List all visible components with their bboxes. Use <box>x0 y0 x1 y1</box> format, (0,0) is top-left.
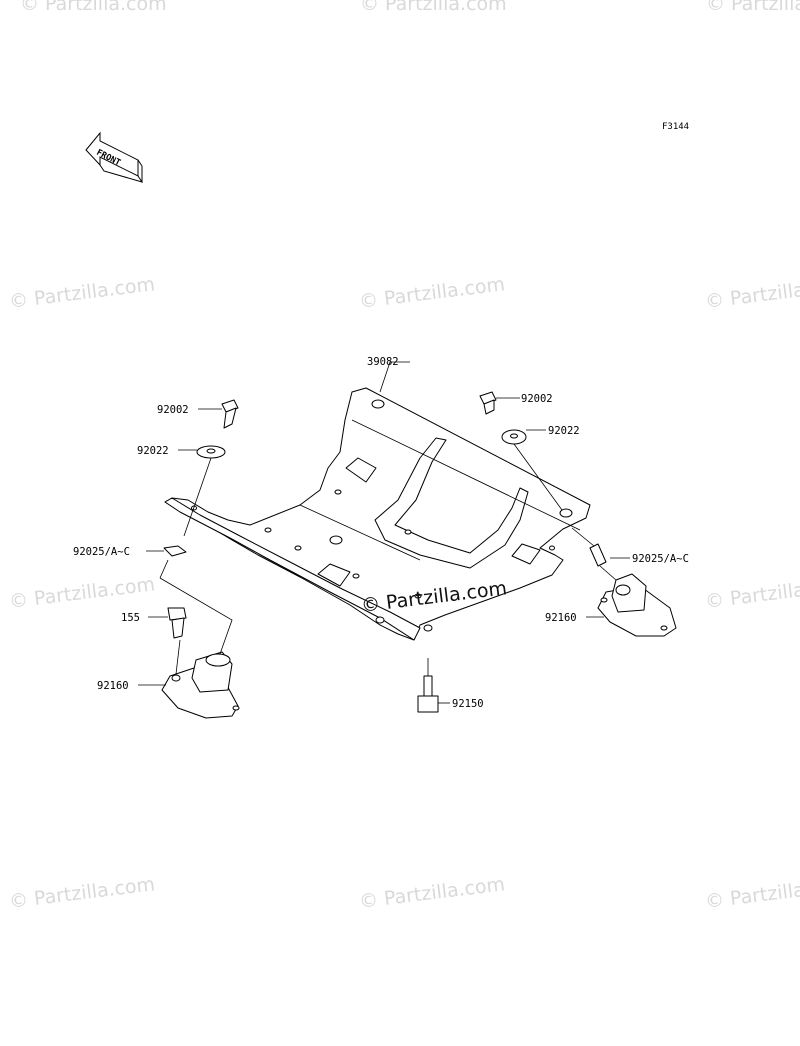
watermark: © Partzilla.com <box>8 873 156 913</box>
watermark: © Partzilla.com <box>8 573 156 613</box>
callouts: 39082 92002 92022 92002 92022 92025/A~C … <box>73 356 689 710</box>
leader-lines <box>138 361 630 704</box>
watermark: © Partzilla.com <box>8 273 156 313</box>
callout-92002-left: 92002 <box>157 404 189 416</box>
frame-plate <box>164 387 591 641</box>
callout-39082: 39082 <box>367 356 399 368</box>
watermark: © Partzilla.com <box>20 0 167 15</box>
front-arrow-icon: FRONT <box>85 131 144 183</box>
callout-92025-right: 92025/A~C <box>632 553 689 565</box>
callout-92160-right: 92160 <box>545 612 577 624</box>
watermark: © Partzilla.com <box>706 0 800 15</box>
engine-mount-right <box>597 573 677 637</box>
callout-92022-left: 92022 <box>137 445 169 457</box>
callout-92025-left: 92025/A~C <box>73 546 130 558</box>
figure-code: F3144 <box>662 122 689 132</box>
callout-155: 155 <box>121 612 140 624</box>
spacer-icon <box>163 545 187 557</box>
bolt-icon <box>221 399 239 429</box>
bolt-icon <box>417 675 439 713</box>
engine-mount-left <box>161 651 240 719</box>
watermark: © Partzilla.com <box>704 573 800 613</box>
spacer-icon <box>589 543 607 567</box>
washer-hole-icon <box>206 448 216 454</box>
washer-hole-icon <box>510 433 518 439</box>
callout-92160-left: 92160 <box>97 680 129 692</box>
callout-92022-right: 92022 <box>548 425 580 437</box>
watermark: © Partzilla.com <box>704 273 800 313</box>
callout-92150: 92150 <box>452 698 484 710</box>
callout-92002-right: 92002 <box>521 393 553 405</box>
bolt-icon <box>167 607 187 639</box>
watermark: © Partzilla.com <box>360 0 507 15</box>
watermark: © Partzilla.com <box>358 273 506 313</box>
bolt-icon <box>479 391 497 415</box>
watermark: © Partzilla.com <box>358 873 506 913</box>
watermark: © Partzilla.com <box>704 873 800 913</box>
